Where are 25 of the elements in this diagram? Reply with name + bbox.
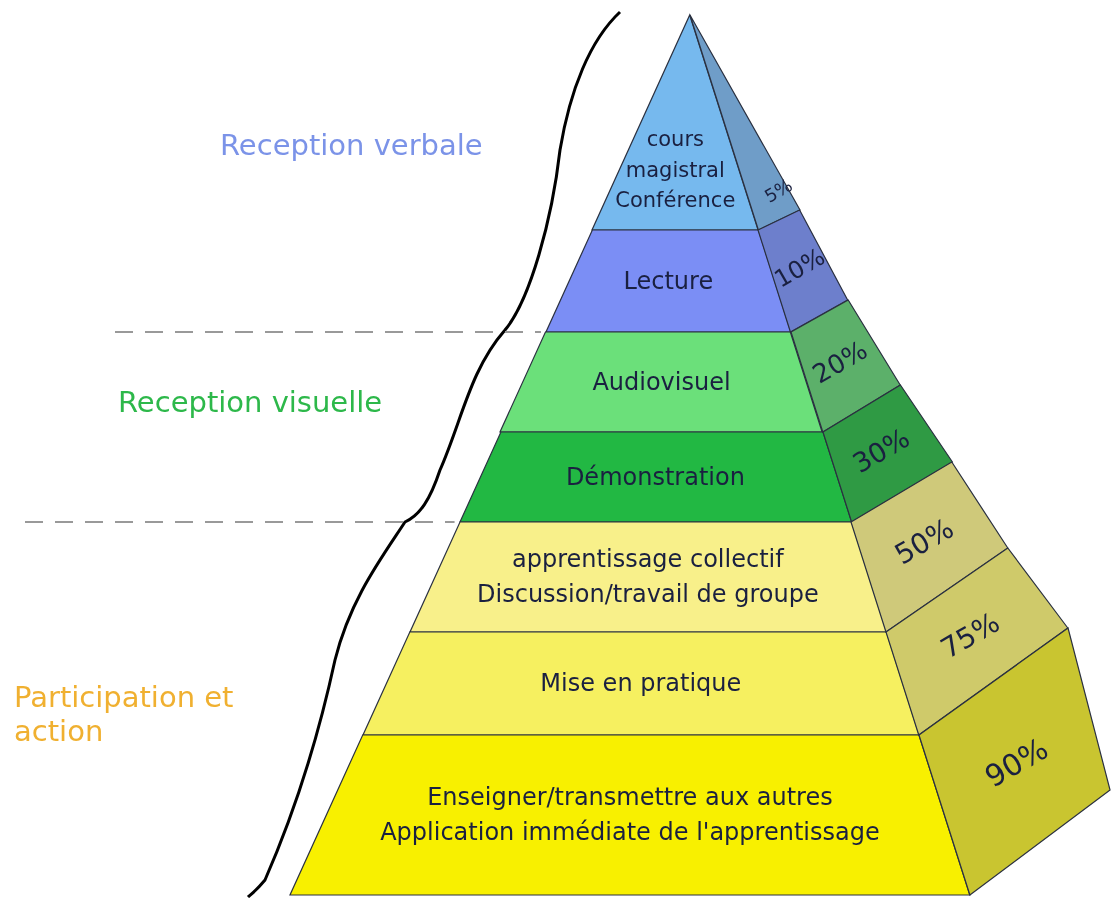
- pyramid-layer: [409, 522, 887, 632]
- group-label: Reception visuelle: [118, 385, 384, 419]
- percentage-label: 75%: [935, 605, 1006, 666]
- layer-label: Mise en pratique: [540, 668, 742, 700]
- percentage-label: 30%: [847, 421, 916, 479]
- pyramid-layer: [362, 632, 919, 735]
- layer-label: Lecture: [623, 265, 714, 297]
- pyramid-side-face: [758, 210, 848, 332]
- pyramid-layer: [459, 432, 852, 522]
- layer-label: Audiovisuel: [592, 366, 731, 398]
- percentage-label: 90%: [979, 730, 1055, 794]
- group-label: Participation et action: [14, 680, 235, 748]
- layer-label: cours magistral: [624, 126, 726, 184]
- percentage-label: 5%: [760, 173, 796, 207]
- layer-label: Application immédiate de l'apprentissage: [380, 817, 880, 848]
- layer-label: apprentissage collectif: [512, 544, 784, 576]
- layer-label: Démonstration: [565, 461, 745, 493]
- pyramid-layer: [290, 735, 970, 895]
- percentage-label: 10%: [769, 242, 830, 294]
- percentage-label: 50%: [889, 511, 960, 571]
- group-label: Reception verbale: [220, 128, 484, 162]
- percentage-label: 20%: [807, 334, 873, 390]
- layer-label: Enseigner/transmettre aux autres: [427, 782, 833, 814]
- layer-label: Discussion/travail de groupe: [477, 579, 819, 610]
- layer-label: Conférence: [615, 187, 736, 215]
